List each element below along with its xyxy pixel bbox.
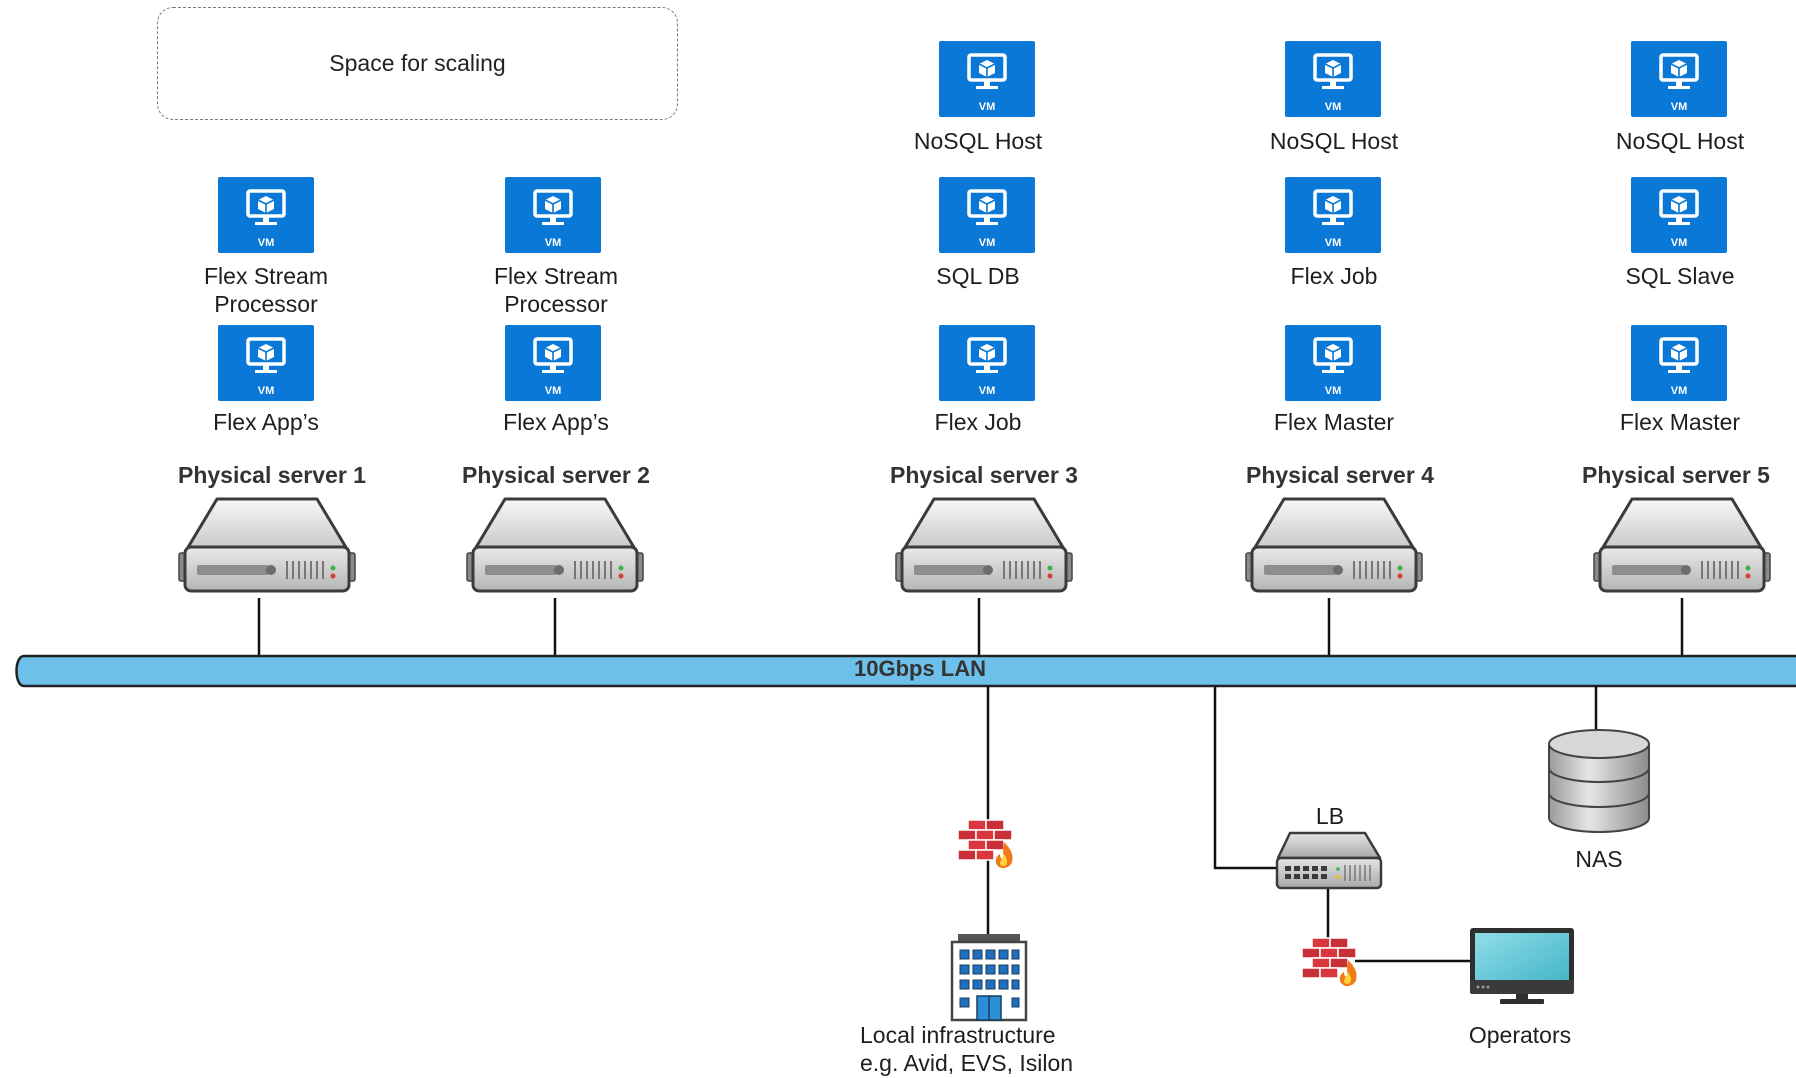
vm-label: SQL Slave [1625, 263, 1735, 289]
vm-label: SQL DB [936, 263, 1020, 289]
vm-label: Flex Master [1273, 409, 1395, 435]
scaling-space-label: Space for scaling [329, 50, 506, 76]
physical-server-4-icon [1244, 497, 1424, 593]
server-connectors [257, 598, 1684, 656]
load-balancer-icon [1275, 831, 1383, 890]
vm-icon [1283, 39, 1383, 119]
lan-bus [15, 654, 1796, 688]
lb-label: LB [1315, 803, 1345, 829]
operators-label: Operators [1468, 1022, 1572, 1048]
local-infrastructure-line-1: Local infrastructure [860, 1022, 1056, 1048]
vm-icon [503, 323, 603, 403]
nas-storage-icon [1548, 729, 1650, 833]
vm-icon [937, 323, 1037, 403]
nas-label: NAS [1575, 846, 1623, 872]
vm-label: Flex Job [1290, 263, 1378, 289]
lower-connectors [986, 686, 1598, 963]
physical-server-5-icon [1592, 497, 1772, 593]
vm-icon [1283, 323, 1383, 403]
physical-server-3-label: Physical server 3 [890, 462, 1078, 488]
vm-label: Flex App’s [503, 409, 609, 435]
physical-server-4-label: Physical server 4 [1246, 462, 1434, 488]
vm-icon [1629, 39, 1729, 119]
physical-server-2-label: Physical server 2 [462, 462, 650, 488]
local-infrastructure-line-2: e.g. Avid, EVS, Isilon [860, 1050, 1074, 1076]
lan-label: 10Gbps LAN [853, 656, 987, 681]
firewall-icon [1301, 937, 1358, 987]
physical-server-1-label: Physical server 1 [178, 462, 366, 488]
vm-icon [216, 175, 316, 255]
physical-server-5-label: Physical server 5 [1582, 462, 1770, 488]
local-infrastructure-label: Local infrastructure e.g. Avid, EVS, Isi… [860, 1021, 1120, 1077]
vm-icon [1629, 175, 1729, 255]
vm-label: Flex Master [1619, 409, 1741, 435]
monitor-icon [1470, 928, 1574, 1004]
physical-server-2-icon [465, 497, 645, 593]
vm-label: NoSQL Host [1269, 128, 1399, 154]
firewall-icon [957, 819, 1014, 869]
vm-label: Flex Job [934, 409, 1022, 435]
vm-icon [937, 39, 1037, 119]
vm-icon [1629, 323, 1729, 403]
vm-icon [216, 323, 316, 403]
vm-label: NoSQL Host [913, 128, 1043, 154]
vm-label: Flex App’s [213, 409, 319, 435]
vm-label: NoSQL Host [1615, 128, 1745, 154]
vm-icon [503, 175, 603, 255]
physical-server-1-icon [177, 497, 357, 593]
physical-server-3-icon [894, 497, 1074, 593]
vm-icon [1283, 175, 1383, 255]
office-building-icon [950, 934, 1028, 1022]
scaling-space-box: Space for scaling [157, 7, 678, 120]
vm-icon [937, 175, 1037, 255]
